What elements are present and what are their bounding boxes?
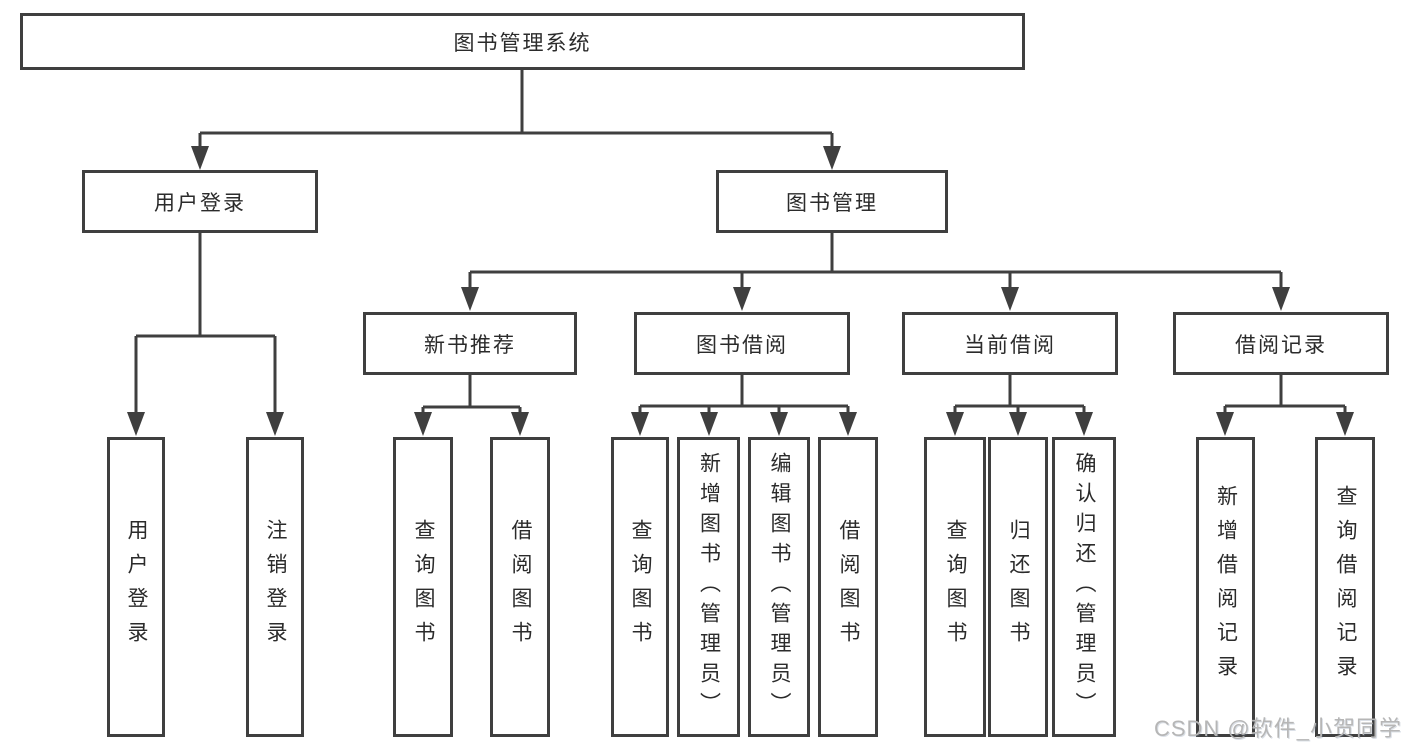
leaf-logout-label: 注销登录 <box>264 519 287 655</box>
leaf-query-borrow-record-label: 查询借阅记录 <box>1334 485 1357 689</box>
leaf-query-books-2-label: 查询图书 <box>629 519 652 655</box>
leaf-return-book-label: 归还图书 <box>1007 519 1030 655</box>
leaf-add-book-admin-label: 新增图书（管理员） <box>697 452 721 722</box>
node-book-management-label: 图书管理 <box>786 191 878 215</box>
user-login-connector <box>127 233 284 436</box>
leaf-edit-book-admin-label: 编辑图书（管理员） <box>768 452 791 722</box>
node-new-book-recommend: 新书推荐 <box>363 312 577 375</box>
leaf-confirm-return-admin-label: 确认归还（管理员） <box>1073 452 1096 722</box>
borrowing-records-connector <box>1216 375 1354 436</box>
leaf-borrow-books-2: 借阅图书 <box>818 437 878 737</box>
node-library-system-label: 图书管理系统 <box>453 31 592 55</box>
leaf-edit-book-admin: 编辑图书（管理员） <box>748 437 810 737</box>
leaf-user-login-label: 用户登录 <box>125 519 148 655</box>
root-connector <box>191 70 841 170</box>
book-management-connector <box>461 233 1290 311</box>
leaf-logout: 注销登录 <box>246 437 304 737</box>
node-current-borrowing-label: 当前借阅 <box>964 333 1056 357</box>
leaf-user-login: 用户登录 <box>107 437 165 737</box>
node-borrowing-records: 借阅记录 <box>1173 312 1389 375</box>
book-borrowing-connector <box>631 375 857 436</box>
leaf-query-books-2: 查询图书 <box>611 437 669 737</box>
node-user-login-label: 用户登录 <box>154 191 246 215</box>
node-book-management: 图书管理 <box>716 170 948 233</box>
leaf-confirm-return-admin: 确认归还（管理员） <box>1052 437 1116 737</box>
leaf-borrow-books-1: 借阅图书 <box>490 437 550 737</box>
leaf-query-books-3: 查询图书 <box>924 437 986 737</box>
leaf-return-book: 归还图书 <box>988 437 1048 737</box>
leaf-add-book-admin: 新增图书（管理员） <box>677 437 740 737</box>
new-book-recommend-connector <box>414 375 529 436</box>
leaf-add-borrow-record: 新增借阅记录 <box>1196 437 1255 737</box>
node-book-borrowing: 图书借阅 <box>634 312 850 375</box>
leaf-borrow-books-2-label: 借阅图书 <box>837 519 860 655</box>
node-borrowing-records-label: 借阅记录 <box>1235 333 1327 357</box>
leaf-query-books-1: 查询图书 <box>393 437 453 737</box>
node-library-system: 图书管理系统 <box>20 13 1025 70</box>
watermark-text: CSDN @软件_小贺同学 <box>1153 716 1402 741</box>
node-new-book-recommend-label: 新书推荐 <box>424 333 516 357</box>
current-borrowing-connector <box>946 375 1093 436</box>
leaf-add-borrow-record-label: 新增借阅记录 <box>1214 485 1238 689</box>
leaf-query-borrow-record: 查询借阅记录 <box>1315 437 1375 737</box>
node-book-borrowing-label: 图书借阅 <box>696 333 788 357</box>
leaf-query-books-3-label: 查询图书 <box>944 519 967 655</box>
leaf-query-books-1-label: 查询图书 <box>412 519 435 655</box>
node-user-login: 用户登录 <box>82 170 318 233</box>
leaf-borrow-books-1-label: 借阅图书 <box>509 519 532 655</box>
node-current-borrowing: 当前借阅 <box>902 312 1118 375</box>
